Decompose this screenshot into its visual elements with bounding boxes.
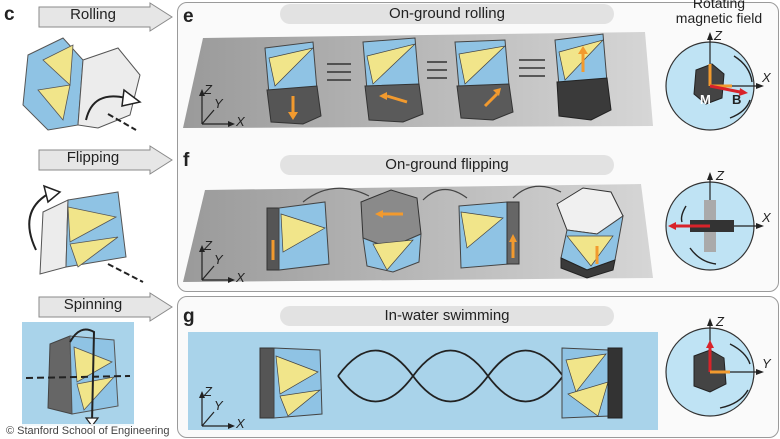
field-title-line2: magnetic field — [675, 10, 763, 26]
axes-g: Z Y X — [194, 382, 254, 434]
field-z-label: Z — [716, 314, 724, 329]
rotating-field-title: Rotating magnetic field — [660, 0, 778, 26]
rolling-cube-2 — [362, 37, 424, 123]
flipping-robot-illustration — [28, 184, 144, 283]
field-z-label: Z — [716, 168, 724, 183]
panel-g-title: In-water swimming — [280, 306, 614, 326]
rolling-label: Rolling — [70, 6, 116, 23]
axis-z-label: Z — [204, 384, 212, 399]
rolling-cube-4 — [554, 33, 612, 121]
field-y-label: Y — [762, 356, 771, 371]
spinning-arrow-label: Spinning — [38, 292, 174, 322]
flipping-cube-3 — [458, 201, 520, 269]
axes-icon — [199, 391, 235, 429]
flipping-label: Flipping — [66, 149, 120, 166]
field-title-line1: Rotating — [692, 0, 746, 11]
helical-trajectory — [337, 349, 564, 403]
flip-trajectory-arcs — [302, 185, 562, 203]
field-diagram-f: Z X — [660, 168, 778, 280]
panel-label-e: e — [183, 6, 194, 27]
axis-z-label: Z — [204, 238, 212, 253]
panel-label-f: f — [183, 150, 190, 171]
right-arrow-icon — [38, 145, 173, 175]
image-credit: © Stanford School of Engineering — [0, 424, 176, 439]
axis-x-label: X — [236, 114, 245, 129]
axis-x-label: X — [236, 416, 245, 431]
field-x-label: X — [762, 210, 771, 225]
flipping-ground-stage — [183, 184, 653, 282]
right-arrow-icon — [38, 2, 173, 32]
rolling-cube-1 — [264, 41, 322, 125]
axes-f: Z Y X — [194, 236, 254, 288]
spinning-robot-illustration — [22, 322, 134, 426]
axis-y-label: Y — [214, 252, 223, 267]
field-sphere-e — [665, 32, 764, 131]
axis-y-label: Y — [214, 398, 223, 413]
axes-icon — [199, 245, 235, 283]
flipping-cube-2 — [360, 189, 422, 273]
water-swimming-stage — [188, 332, 658, 430]
moment-m-label: M — [700, 92, 711, 107]
flipping-cube-4 — [556, 187, 624, 279]
motion-dashes — [327, 59, 545, 81]
field-b-label: B — [732, 92, 742, 107]
field-diagram-e: Z X M B — [660, 26, 778, 136]
axes-icon — [199, 89, 235, 127]
swimming-robot-left — [259, 347, 323, 419]
right-arrow-icon — [38, 292, 173, 322]
rolling-robot-illustration — [22, 37, 142, 131]
flipping-arrow-label: Flipping — [38, 145, 174, 175]
rolling-cube-3 — [454, 39, 514, 121]
axes-e: Z Y X — [194, 80, 254, 132]
field-x-label: X — [762, 70, 771, 85]
field-z-label: Z — [714, 28, 722, 43]
spinning-label: Spinning — [63, 296, 123, 313]
panel-e-title: On-ground rolling — [280, 4, 614, 24]
panel-f-title: On-ground flipping — [280, 155, 614, 175]
rolling-ground-stage — [183, 32, 653, 128]
panel-label-g: g — [183, 306, 195, 327]
rolling-arrow-label: Rolling — [38, 2, 174, 32]
axis-z-label: Z — [204, 82, 212, 97]
swimming-robot-right — [561, 347, 623, 419]
axis-x-label: X — [236, 270, 245, 285]
flipping-cube-1 — [266, 201, 330, 271]
field-sphere-g — [665, 318, 764, 417]
field-sphere-f — [665, 172, 764, 271]
panel-label-c: c — [4, 4, 15, 25]
field-diagram-g: Z Y — [660, 314, 778, 426]
axis-y-label: Y — [214, 96, 223, 111]
